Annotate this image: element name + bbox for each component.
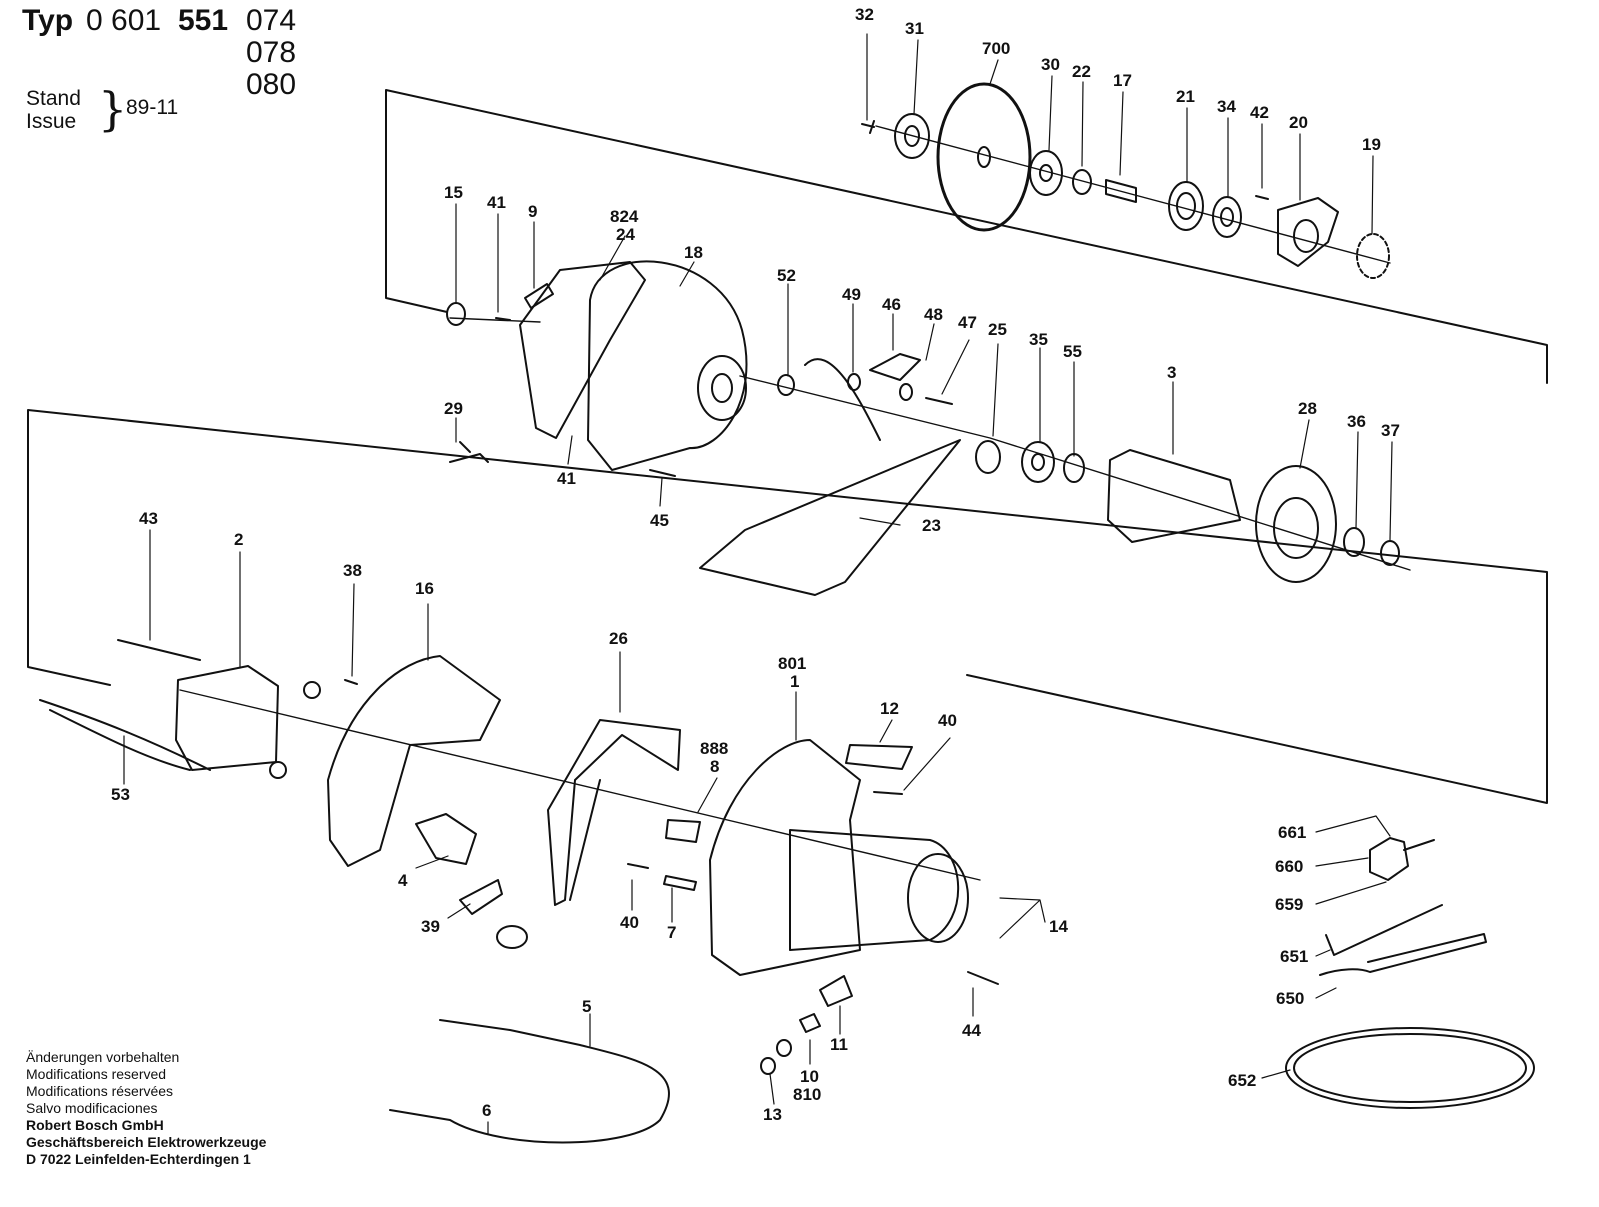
part-callouts: 32 31 700 30 22 17 21 34 42 20 19 15 41 … <box>111 5 1400 1124</box>
callout: 11 <box>830 1035 848 1054</box>
callout: 3 <box>1167 363 1176 382</box>
callout: 43 <box>139 509 158 528</box>
callout: 16 <box>415 579 434 598</box>
callout: 44 <box>962 1021 981 1040</box>
footer-line: Änderungen vorbehalten <box>26 1049 180 1065</box>
assembly-axes <box>179 125 1411 881</box>
callout: 7 <box>667 923 676 942</box>
callout: 34 <box>1217 97 1236 116</box>
stand-date: 89-11 <box>126 96 179 119</box>
callout: 17 <box>1113 71 1132 90</box>
callout: 23 <box>922 516 941 535</box>
callout: 39 <box>421 917 440 936</box>
brace-glyph: } <box>98 82 128 136</box>
callout: 48 <box>924 305 943 324</box>
callout: 659 <box>1275 895 1303 914</box>
issue-label: Issue <box>26 110 77 133</box>
blade-guard-housing <box>446 260 748 477</box>
callout: 49 <box>842 285 861 304</box>
type-variant: 078 <box>246 36 297 69</box>
callout: 38 <box>343 561 362 580</box>
type-number-prefix: 0 601 <box>86 4 162 37</box>
callout: 32 <box>855 5 874 24</box>
callout: 810 <box>793 1085 821 1104</box>
type-number-core: 551 <box>178 4 229 37</box>
callout: 24 <box>616 225 635 244</box>
callout: 4 <box>398 871 408 890</box>
callout: 888 <box>700 739 728 758</box>
callout: 28 <box>1298 399 1317 418</box>
callout: 37 <box>1381 421 1400 440</box>
callout: 52 <box>777 266 796 285</box>
callout: 700 <box>982 39 1010 58</box>
callout: 45 <box>650 511 669 530</box>
lower-assembly-plane <box>27 409 1548 804</box>
callout: 10 <box>800 1067 819 1086</box>
company-address: D 7022 Leinfelden-Echterdingen 1 <box>26 1151 251 1167</box>
callout: 41 <box>487 193 506 212</box>
company-name: Robert Bosch GmbH <box>26 1117 164 1133</box>
callout: 31 <box>905 19 924 38</box>
type-label: Typ <box>22 4 74 37</box>
callout: 8 <box>710 757 719 776</box>
callout: 55 <box>1063 342 1082 361</box>
footer-notes: Änderungen vorbehalten Modifications res… <box>26 1049 266 1168</box>
callout: 35 <box>1029 330 1048 349</box>
footer-line: Modifications reserved <box>26 1066 167 1082</box>
callout: 13 <box>763 1105 782 1124</box>
callout: 29 <box>444 399 463 418</box>
callout: 9 <box>528 202 537 221</box>
upper-assembly-plane <box>385 89 1548 384</box>
callout: 40 <box>938 711 957 730</box>
callout: 26 <box>609 629 628 648</box>
footer-line: Salvo modificaciones <box>26 1100 158 1116</box>
callout: 1 <box>790 672 799 691</box>
callout: 19 <box>1362 135 1381 154</box>
callout: 651 <box>1280 947 1308 966</box>
callout: 30 <box>1041 55 1060 74</box>
callout: 650 <box>1276 989 1304 1008</box>
callout: 2 <box>234 530 243 549</box>
callout: 41 <box>557 469 576 488</box>
spindle-parts <box>861 82 1390 279</box>
callout: 47 <box>958 313 977 332</box>
footer-line: Modifications réservées <box>26 1083 174 1099</box>
callout: 15 <box>444 183 463 202</box>
stand-label: Stand <box>26 87 81 110</box>
callout: 824 <box>610 207 639 226</box>
type-variant: 080 <box>246 68 297 101</box>
callout: 42 <box>1250 103 1269 122</box>
callout: 661 <box>1278 823 1306 842</box>
callout: 40 <box>620 913 639 932</box>
callout: 660 <box>1275 857 1303 876</box>
type-variant: 074 <box>246 4 297 37</box>
callout: 46 <box>882 295 901 314</box>
callout: 25 <box>988 320 1007 339</box>
callout: 21 <box>1176 87 1195 106</box>
callout: 53 <box>111 785 130 804</box>
callout: 22 <box>1072 62 1091 81</box>
callout: 18 <box>684 243 703 262</box>
base-plate-and-armature <box>699 353 1400 596</box>
accessory-parts <box>1285 837 1535 1109</box>
callout: 14 <box>1049 917 1068 936</box>
callout: 652 <box>1228 1071 1256 1090</box>
callout: 6 <box>482 1101 491 1120</box>
callout: 801 <box>778 654 806 673</box>
callout: 12 <box>880 699 899 718</box>
callout: 20 <box>1289 113 1308 132</box>
leader-lines <box>123 33 1393 1135</box>
callout: 36 <box>1347 412 1366 431</box>
motor-housing-parts <box>39 639 999 1144</box>
callout: 5 <box>582 997 591 1016</box>
company-division: Geschäftsbereich Elektrowerkzeuge <box>26 1134 267 1150</box>
